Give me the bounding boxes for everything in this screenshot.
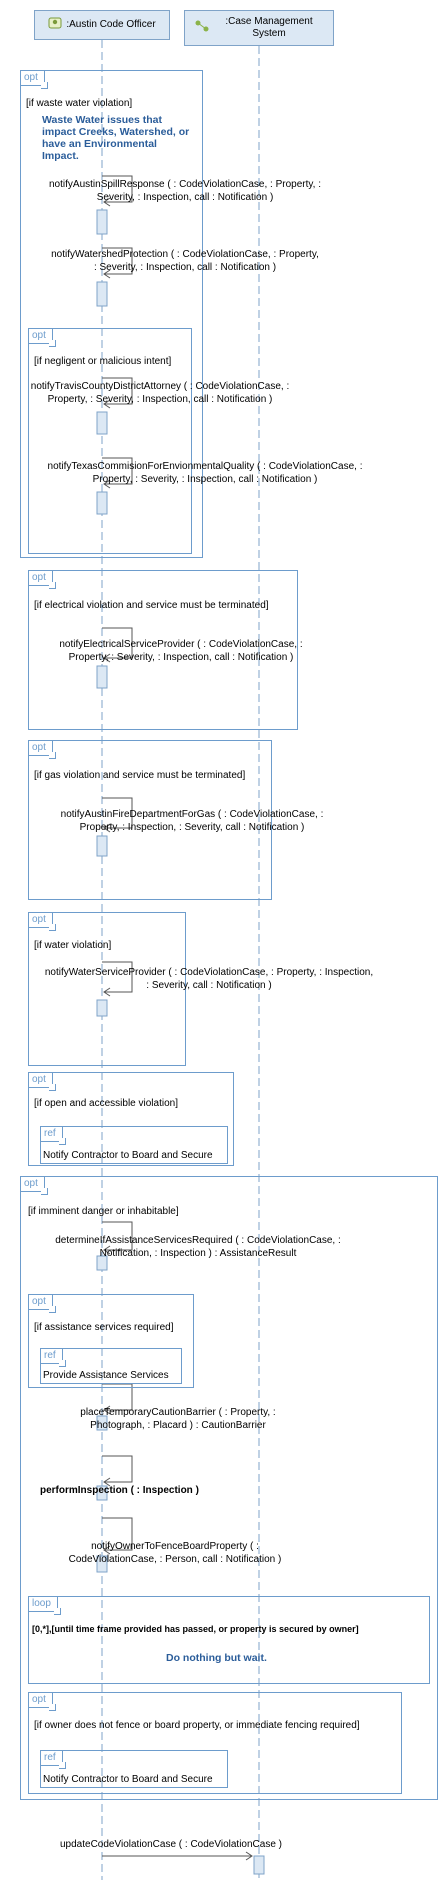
fragment-note: Waste Water issues that impact Creeks, W… <box>42 114 190 162</box>
activation-bar <box>253 1855 265 1875</box>
fragment-guard: [if imminent danger or inhabitable] <box>28 1206 179 1217</box>
opt-fragment-negligent: opt <box>28 328 192 554</box>
fragment-tag: opt <box>29 1693 53 1708</box>
fragment-guard: [if owner does not fence or board proper… <box>34 1720 360 1731</box>
message-label: notifyAustinSpillResponse ( : CodeViolat… <box>49 179 321 203</box>
lifeline-head-cms[interactable]: :Case Management System <box>184 10 334 46</box>
activation-bar <box>96 1415 108 1431</box>
fragment-tag: opt <box>21 71 45 86</box>
message-label: performInspection ( : Inspection ) <box>40 1485 199 1496</box>
ref-label: Notify Contractor to Board and Secure <box>43 1774 213 1785</box>
opt-fragment-owner-fence: opt <box>28 1692 402 1794</box>
message-label: notifyTexasCommisionForEnvionmentalQuali… <box>47 461 363 485</box>
activation-bar <box>96 1555 108 1573</box>
ref-notify-contractor[interactable]: ref Notify Contractor to Board and Secur… <box>40 1126 228 1164</box>
activation-bar <box>96 209 108 235</box>
activation-bar <box>96 281 108 307</box>
opt-fragment-electrical: opt <box>28 570 298 730</box>
fragment-guard: [if gas violation and service must be te… <box>34 770 246 781</box>
lifeline-head-officer[interactable]: :Austin Code Officer <box>34 10 170 40</box>
activation-bar <box>96 665 108 689</box>
ref-label: Provide Assistance Services <box>43 1370 169 1381</box>
opt-fragment-waste-water: opt <box>20 70 203 558</box>
activation-bar <box>96 1255 108 1271</box>
fragment-tag: opt <box>29 571 53 586</box>
actor-class-icon <box>48 17 62 33</box>
message-label: notifyAustinFireDepartmentForGas ( : Cod… <box>60 809 324 833</box>
message-label: updateCodeViolationCase ( : CodeViolatio… <box>60 1839 282 1850</box>
lifeline-label: :Case Management System <box>225 16 313 39</box>
loop-note: Do nothing but wait. <box>166 1652 267 1664</box>
fragment-tag: opt <box>29 913 53 928</box>
ref-label: Notify Contractor to Board and Secure <box>43 1150 213 1161</box>
fragment-guard: [if negligent or malicious intent] <box>34 356 172 367</box>
opt-fragment-open-accessible: opt <box>28 1072 234 1166</box>
fragment-guard: [if open and accessible violation] <box>34 1098 178 1109</box>
ref-tag: ref <box>41 1751 63 1766</box>
fragment-tag: loop <box>29 1597 58 1612</box>
opt-fragment-water: opt <box>28 912 186 1066</box>
fragment-guard: [if assistance services required] <box>34 1322 174 1333</box>
opt-fragment-imminent-danger: opt <box>20 1176 438 1800</box>
ref-provide-assistance[interactable]: ref Provide Assistance Services <box>40 1348 182 1384</box>
ref-tag: ref <box>41 1127 63 1142</box>
message-label: notifyTravisCountyDistrictAttorney ( : C… <box>30 381 290 405</box>
component-icon <box>194 19 210 37</box>
message-label: placeTemporaryCautionBarrier ( : Propert… <box>80 1407 276 1431</box>
fragment-guard: [if waste water violation] <box>26 98 133 109</box>
opt-fragment-gas: opt <box>28 740 272 900</box>
fragment-tag: opt <box>29 329 53 344</box>
message-label: determineIfAssistanceServicesRequired ( … <box>55 1235 341 1259</box>
fragment-guard: [if water violation] <box>34 940 112 951</box>
fragment-guard: [if electrical violation and service mus… <box>34 600 269 611</box>
activation-bar <box>96 1485 108 1501</box>
opt-fragment-assistance: opt <box>28 1294 194 1388</box>
message-label: notifyWaterServiceProvider ( : CodeViola… <box>44 967 374 991</box>
fragment-tag: opt <box>29 1295 53 1310</box>
activation-bar <box>96 999 108 1017</box>
fragment-tag: opt <box>21 1177 45 1192</box>
lifeline-label: :Austin Code Officer <box>66 19 156 30</box>
activation-bar <box>96 411 108 435</box>
message-label: notifyWatershedProtection ( : CodeViolat… <box>51 249 319 273</box>
message-label: notifyElectricalServiceProvider ( : Code… <box>59 639 303 663</box>
loop-fragment-wait: loop <box>28 1596 430 1684</box>
activation-bar <box>96 491 108 515</box>
ref-tag: ref <box>41 1349 63 1364</box>
ref-notify-contractor-2[interactable]: ref Notify Contractor to Board and Secur… <box>40 1750 228 1788</box>
message-label: notifyOwnerToFenceBoardProperty ( : Code… <box>68 1541 282 1565</box>
activation-bar <box>96 835 108 857</box>
fragment-tag: opt <box>29 1073 53 1088</box>
fragment-tag: opt <box>29 741 53 756</box>
fragment-guard: [0,*],[until time frame provided has pas… <box>32 1624 359 1634</box>
